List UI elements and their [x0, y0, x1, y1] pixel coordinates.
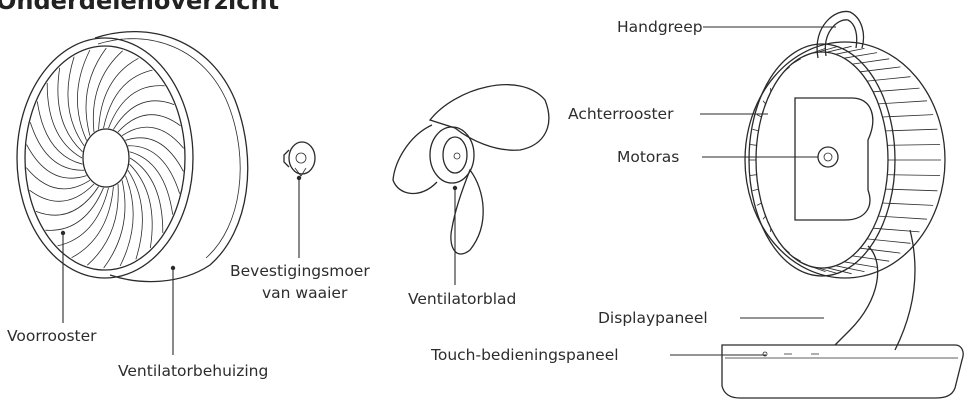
rear-grille-bar	[818, 46, 839, 52]
grille-vane	[26, 168, 90, 189]
rear-grille-bar	[844, 262, 877, 268]
rear-grille-bar	[763, 101, 766, 104]
grille-vane	[118, 115, 181, 132]
grille-vane	[120, 176, 133, 266]
rear-grille-bar	[844, 53, 877, 59]
rear-grille-bar	[784, 248, 790, 253]
rear-grille-bar	[753, 189, 759, 191]
rear-grille-bar	[753, 129, 759, 131]
fan-blade-icon	[393, 85, 549, 254]
grille-vane	[27, 145, 87, 179]
rear-grille-bar	[887, 175, 940, 176]
label-achterrooster: Achterrooster	[568, 105, 673, 123]
grille-vane	[128, 146, 180, 194]
grille-vane	[128, 170, 142, 259]
rear-grille-bar	[886, 129, 938, 131]
rear-grille-bar	[886, 189, 938, 191]
grille-vane	[125, 138, 183, 172]
grille-vane	[104, 70, 153, 128]
grille-vane	[36, 187, 99, 216]
rear-grille-bar	[818, 268, 839, 274]
rear-grille-bar	[763, 216, 766, 219]
grille-vane	[58, 188, 109, 246]
label-van-waaier: van waaier	[262, 284, 347, 302]
rear-grille-bar	[757, 115, 762, 117]
grille-vane	[45, 188, 103, 231]
fan-assembly-icon	[722, 11, 963, 398]
label-voorrooster: Voorrooster	[7, 327, 97, 345]
fan-nut-icon	[284, 142, 315, 176]
grille-vane	[122, 127, 184, 148]
label-handgreep: Handgreep	[617, 18, 703, 36]
label-displaypaneel: Displaypaneel	[598, 309, 708, 327]
rear-grille-bar	[887, 145, 940, 146]
rear-grille-bar	[750, 175, 757, 176]
rear-grille-bar	[757, 203, 762, 205]
grille-vane	[130, 158, 163, 233]
grille-vane	[93, 51, 122, 132]
grille-vane	[30, 184, 95, 201]
grille-vane	[47, 83, 82, 158]
rear-grille-bar	[750, 145, 757, 146]
grille-vane	[86, 48, 106, 136]
label-ventilatorbehuizing: Ventilatorbehuizing	[118, 362, 268, 380]
label-bevestigingsmoer: Bevestigingsmoer	[230, 262, 370, 280]
label-touch-bedieningspaneel: Touch-bedieningspaneel	[431, 346, 619, 364]
fan-front-grille-icon	[17, 38, 193, 278]
grille-vane	[30, 122, 84, 170]
grille-vane	[130, 152, 173, 215]
rear-grille-bar	[784, 67, 790, 72]
label-ventilatorblad: Ventilatorblad	[408, 290, 516, 308]
grille-vane	[109, 86, 165, 129]
label-motoras: Motoras	[617, 148, 679, 166]
fan-housing-icon	[95, 32, 248, 282]
